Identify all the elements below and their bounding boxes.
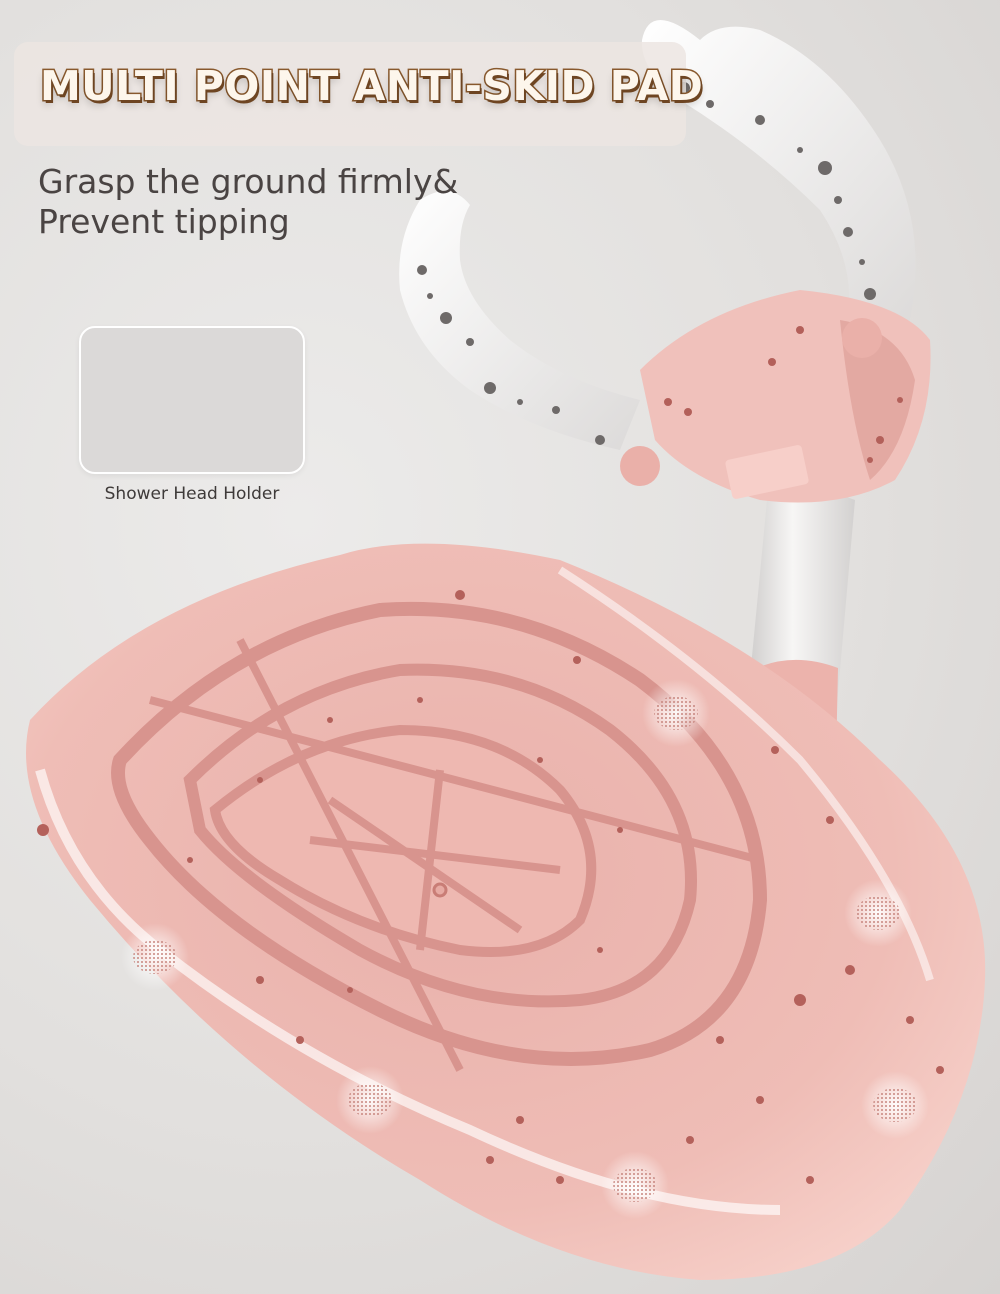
lock-button xyxy=(725,445,809,499)
joint-holes xyxy=(664,326,903,463)
title-banner xyxy=(14,42,686,146)
subtitle: Grasp the ground firmly& Prevent tipping xyxy=(38,162,498,242)
joint-shadow xyxy=(840,320,915,480)
anti-skid-pad xyxy=(844,879,912,947)
pad-ribs xyxy=(148,638,762,1072)
anti-skid-pad xyxy=(121,923,189,991)
subtitle-line: Prevent tipping xyxy=(38,202,290,241)
u-shaped-handle xyxy=(641,20,916,340)
pad-inner-frame xyxy=(111,601,768,1066)
inset-frame xyxy=(79,326,305,474)
subtitle-line: Grasp the ground firmly& xyxy=(38,162,459,201)
handle-left-arm xyxy=(399,191,640,450)
anti-skid-pad xyxy=(336,1066,404,1134)
inset-caption: Shower Head Holder xyxy=(104,484,280,504)
joint-knob-top xyxy=(842,318,882,358)
headline: MULTI POINT ANTI-SKID PAD xyxy=(38,61,704,112)
pad-inner-core xyxy=(209,724,597,957)
joint-knob-bottom xyxy=(620,446,660,486)
anti-skid-pad xyxy=(642,679,710,747)
anti-skid-pad xyxy=(861,1071,929,1139)
drain-holes xyxy=(37,590,944,1184)
anti-skid-pad xyxy=(601,1151,669,1219)
pad-inner-ring xyxy=(183,663,697,1008)
anti-skid-pad-group xyxy=(121,679,929,1219)
